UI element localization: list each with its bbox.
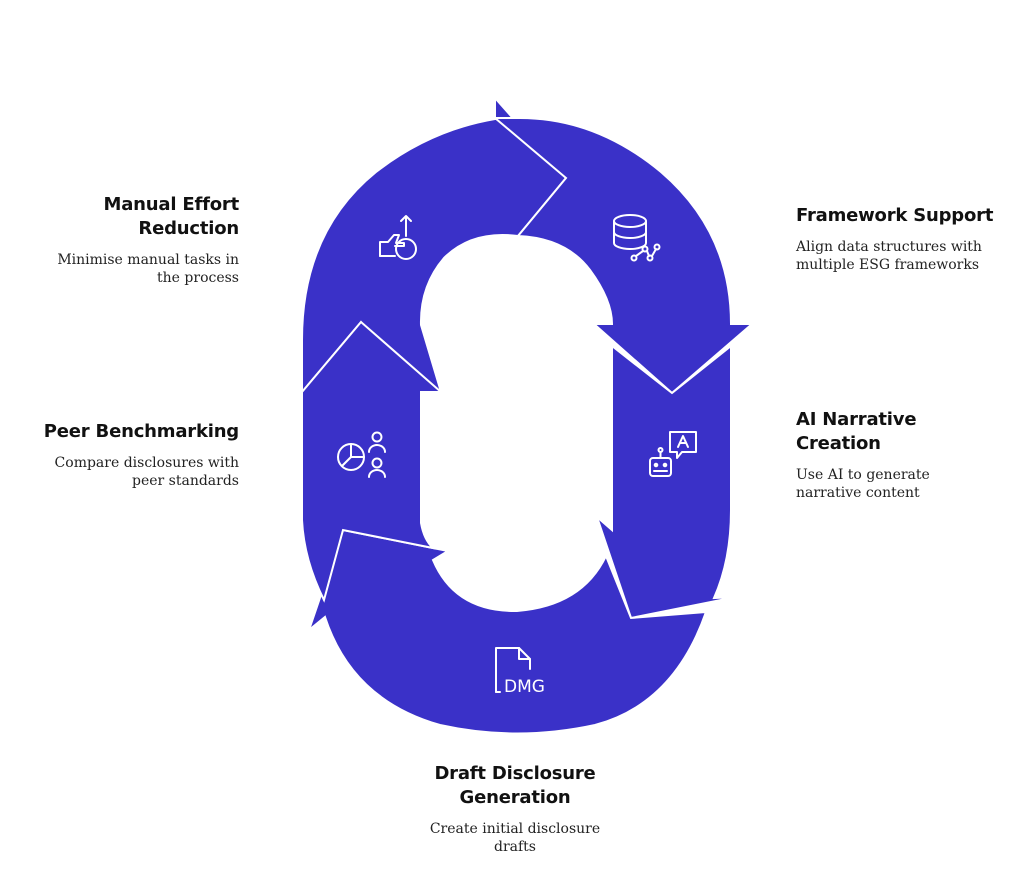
title-line: Framework Support — [796, 205, 994, 226]
database-network-icon — [613, 214, 661, 262]
desc-line: Compare disclosures with — [54, 455, 239, 471]
segment-ai-narrative-creation — [594, 343, 737, 620]
desc-line: Minimise manual tasks in — [57, 252, 239, 268]
step-description: Align data structures with multiple ESG … — [796, 238, 1016, 274]
dmg-file-icon: DMG — [495, 647, 545, 697]
step-manual-effort-reduction: Manual Effort Reduction Minimise manual … — [20, 193, 239, 287]
robot-chat-icon — [649, 431, 697, 477]
step-title: Framework Support — [796, 204, 1016, 228]
desc-line: Use AI to generate — [796, 467, 930, 483]
segment-peer-benchmarking — [301, 320, 444, 603]
step-peer-benchmarking: Peer Benchmarking Compare disclosures wi… — [20, 420, 239, 490]
title-line: Peer Benchmarking — [43, 421, 239, 442]
title-line: Reduction — [138, 218, 239, 239]
step-framework-support: Framework Support Align data structures … — [796, 204, 1016, 274]
desc-line: drafts — [494, 839, 536, 855]
title-line: AI Narrative — [796, 409, 917, 430]
step-draft-disclosure-generation: Draft Disclosure Generation Create initi… — [395, 762, 635, 856]
hand-reduce-icon — [379, 215, 417, 260]
desc-line: narrative content — [796, 485, 920, 501]
title-line: Generation — [459, 787, 571, 808]
segment-manual-effort-reduction — [301, 95, 568, 395]
title-line: Manual Effort — [103, 194, 240, 215]
title-line: Draft Disclosure — [434, 763, 596, 784]
desc-line: multiple ESG frameworks — [796, 257, 980, 273]
desc-line: Align data structures with — [796, 239, 982, 255]
step-title: AI Narrative Creation — [796, 408, 1016, 456]
pie-chart-people-icon — [337, 431, 386, 478]
step-title: Peer Benchmarking — [20, 420, 239, 444]
title-line: Creation — [796, 433, 881, 454]
desc-line: peer standards — [132, 473, 239, 489]
segment-framework-support — [492, 117, 755, 395]
step-title: Manual Effort Reduction — [20, 193, 240, 241]
step-description: Minimise manual tasks in the process — [20, 251, 239, 287]
step-description: Compare disclosures with peer standards — [20, 454, 239, 490]
desc-line: the process — [157, 270, 239, 286]
desc-line: Create initial disclosure — [429, 821, 601, 837]
step-description: Create initial disclosure drafts — [395, 820, 635, 856]
segment-draft-disclosure-generation — [306, 528, 708, 735]
step-ai-narrative-creation: AI Narrative Creation Use AI to generate… — [796, 408, 1016, 502]
cycle-segments — [301, 95, 755, 735]
step-title: Draft Disclosure Generation — [395, 762, 635, 810]
dmg-file-icon-label: DMG — [504, 677, 545, 697]
step-description: Use AI to generate narrative content — [796, 466, 1016, 502]
cycle-icons: DMG — [337, 214, 697, 697]
